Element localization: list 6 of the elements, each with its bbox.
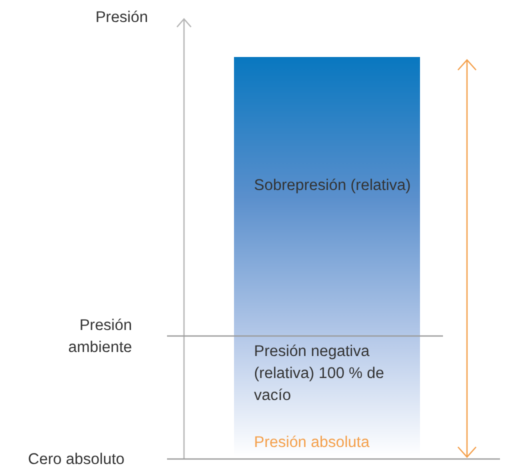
region-label: Sobrepresión (relativa) — [254, 176, 412, 196]
axis-label: Presión — [95, 8, 148, 28]
level-label: Cero absoluto — [28, 450, 125, 470]
dimension-label: Presión absoluta — [254, 433, 370, 453]
level-label: Presión ambiente — [67, 316, 132, 358]
region-label: Presión negativa (relativa) 100 % de vacío — [254, 342, 386, 406]
